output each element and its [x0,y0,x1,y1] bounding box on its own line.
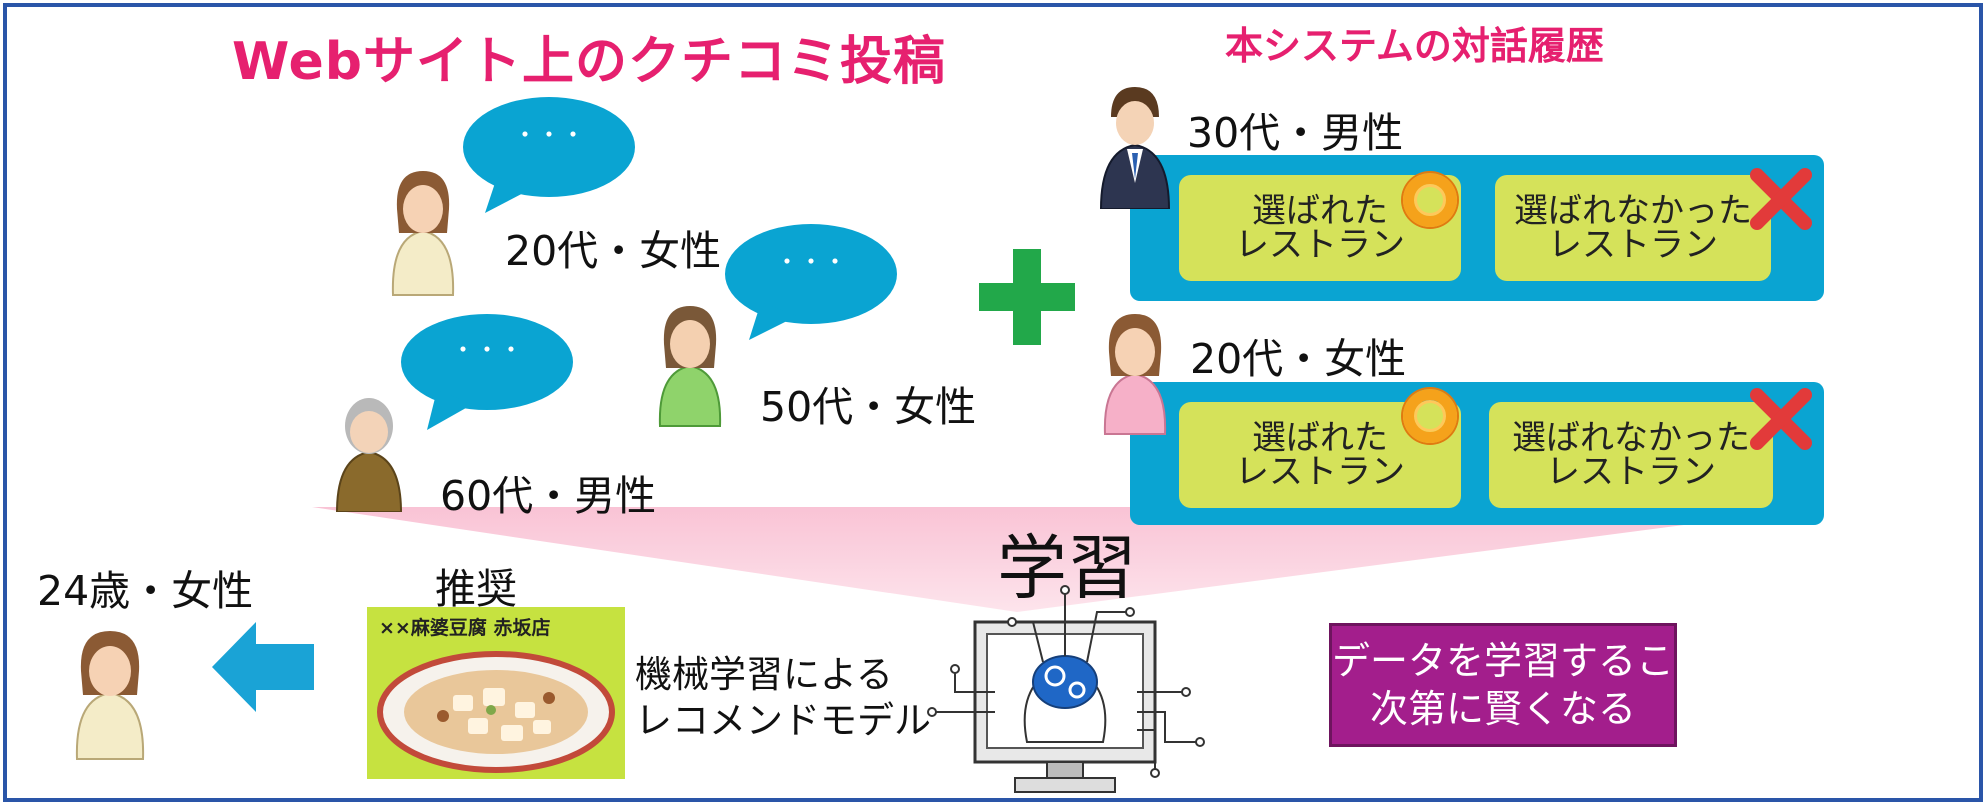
recommended-restaurant-card: ××麻婆豆腐 赤坂店 [367,607,625,779]
reviewer-label-50s-female: 50代・女性 [760,383,977,431]
woman-20s-icon [391,171,455,296]
man-60s-icon [335,398,403,512]
diagram-frame: Webサイト上のクチコミ投稿 本システムの対話履歴 ・・・ ・・・ ・・・ 20… [3,3,1983,802]
bubble-3-text: ・・・ [451,336,523,364]
circle-mark-icon [1403,389,1457,443]
model-label: 機械学習による レコメンドモデル [635,653,931,742]
circle-mark-icon [1403,173,1457,227]
mapo-tofu-image [377,651,615,773]
chosen-restaurant-2-label: 選ばれた レストラン [1235,418,1405,492]
cross-mark-icon [1750,168,1812,230]
speech-bubble-3: ・・・ [401,314,573,430]
cross-mark-icon [1750,388,1812,450]
learning-funnel [312,507,1822,612]
not-chosen-restaurant-1: 選ばれなかった レストラン [1495,175,1771,281]
reviewer-label-20s-female: 20代・女性 [505,227,722,275]
woman-50s-icon [658,306,722,427]
history-label-20s-female: 20代・女性 [1190,335,1407,383]
not-chosen-restaurant-2-label: 選ばれなかった レストラン [1512,418,1750,492]
ai-computer-icon [927,585,1205,793]
history-label-30s-male: 30代・男性 [1187,109,1404,157]
not-chosen-restaurant-2: 選ばれなかった レストラン [1489,402,1773,508]
speech-bubble-2: ・・・ [725,224,897,340]
woman-20s-history-icon [1103,314,1167,435]
woman-user-icon [75,631,145,760]
chosen-restaurant-1: 選ばれた レストラン [1179,175,1461,281]
speech-bubble-1: ・・・ [463,97,635,213]
smarter-note: データを学習することで 次第に賢くなる [1329,623,1749,747]
not-chosen-restaurant-1-label: 選ばれなかった レストラン [1514,191,1752,265]
arrow-left-icon [212,622,314,712]
restaurant-caption: ××麻婆豆腐 赤坂店 [379,617,551,639]
bubble-1-text: ・・・ [513,121,585,149]
user-label: 24歳・女性 [37,567,254,615]
web-posts-title: Webサイト上のクチコミ投稿 [232,32,946,92]
chosen-restaurant-1-label: 選ばれた レストラン [1235,191,1405,265]
reviewer-label-60s-male: 60代・男性 [440,472,657,520]
man-30s-icon [1099,87,1171,209]
recommend-label: 推奨 [435,565,517,613]
bubble-2-text: ・・・ [775,248,847,276]
learning-label: 学習 [997,527,1137,609]
dialogue-history-title: 本システムの対話履歴 [1225,24,1604,68]
plus-icon [979,249,1075,345]
